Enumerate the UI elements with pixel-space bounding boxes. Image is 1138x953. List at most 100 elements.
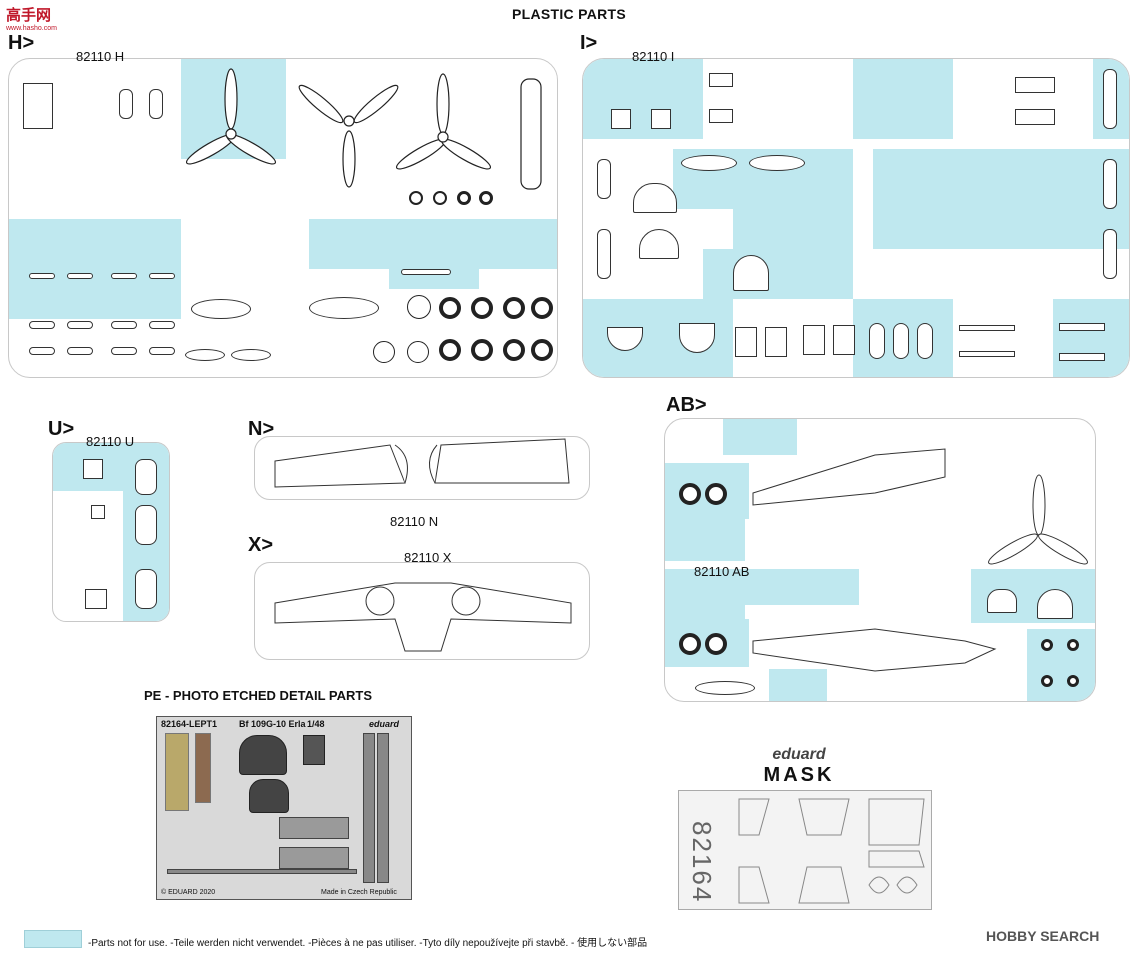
pe-scale: 1/48 <box>307 719 325 729</box>
unused-cell <box>769 669 827 701</box>
part <box>709 109 733 123</box>
wheel-part <box>679 483 701 505</box>
part <box>135 505 157 545</box>
sprue-n-label: N> <box>248 418 275 440</box>
tank-part <box>231 349 271 361</box>
unused-cell <box>853 59 953 139</box>
sprue-n-code: 82110 N <box>390 514 439 529</box>
sprue-u-label: U> <box>48 418 75 440</box>
wheel-small-part <box>1067 639 1079 651</box>
part <box>597 159 611 199</box>
pe-origin: Made in Czech Republic <box>321 889 397 896</box>
strut-part <box>111 321 137 329</box>
wheel-part <box>439 339 461 361</box>
pe-instrument-panel <box>239 735 287 775</box>
part <box>149 89 163 119</box>
strut-part <box>29 321 55 329</box>
part <box>869 323 885 359</box>
sprue-x-label: X> <box>248 534 274 556</box>
pe-sheet: 82164-LEPT1 Bf 109G-10 Erla 1/48 eduard … <box>156 716 412 900</box>
part <box>1103 69 1117 129</box>
hobby-search-logo: HOBBY SEARCH <box>986 928 1100 944</box>
strut-part <box>67 321 93 329</box>
wheel-small-part <box>1067 675 1079 687</box>
unused-cell <box>733 189 853 249</box>
canopy-part <box>749 155 805 171</box>
wheel-small-part <box>1041 675 1053 687</box>
unused-cell <box>873 149 1129 249</box>
mask-code: 82164 <box>687 821 717 904</box>
part <box>135 569 157 609</box>
wheel-part <box>531 339 553 361</box>
part <box>709 73 733 87</box>
radiator-part <box>987 589 1017 613</box>
tank-part <box>185 349 225 361</box>
part <box>119 89 133 119</box>
unused-cell <box>723 419 797 455</box>
mask-shapes <box>738 798 925 904</box>
site-logo-url: www.hasho.com <box>6 25 57 32</box>
part <box>1103 159 1117 209</box>
site-logo-text: 高手网 <box>6 7 52 24</box>
disc-part <box>407 341 429 363</box>
sprue-u-code: 82110 U <box>86 434 135 449</box>
part <box>651 109 671 129</box>
mask-sheet: 82164 <box>678 790 932 910</box>
part <box>893 323 909 359</box>
wheel-part <box>705 483 727 505</box>
sprue-n <box>254 436 590 500</box>
unused-cell <box>1053 299 1129 377</box>
strut-part <box>29 273 55 279</box>
radiator-part <box>639 229 679 259</box>
unused-cell <box>665 569 745 623</box>
part <box>959 325 1015 331</box>
site-logo: 高手网 www.hasho.com <box>6 4 57 32</box>
wheel-small-part <box>1041 639 1053 651</box>
sprue-x <box>254 562 590 660</box>
propeller-blades <box>185 68 542 190</box>
pe-strip-part <box>377 733 389 883</box>
unused-cell <box>9 219 181 319</box>
sprue-u <box>52 442 170 622</box>
canopy-part <box>681 155 737 171</box>
pe-grille-part <box>279 847 349 869</box>
part <box>611 109 631 129</box>
sprue-x-code: 82110 X <box>404 550 452 565</box>
wheel-part <box>679 633 701 655</box>
strut-part <box>67 347 93 355</box>
part <box>85 589 107 609</box>
wing-drawing <box>274 582 572 652</box>
pe-part <box>303 735 325 765</box>
part <box>1015 109 1055 125</box>
wheel-part <box>471 297 493 319</box>
wheel-part <box>471 339 493 361</box>
strut-part <box>111 347 137 355</box>
unused-parts-swatch <box>24 930 82 948</box>
pe-sheet-name: Bf 109G-10 Erla <box>239 719 306 729</box>
strut-part <box>29 347 55 355</box>
sprue-h <box>8 58 558 378</box>
unused-cell <box>703 249 853 299</box>
canopy-part <box>191 299 251 319</box>
part <box>765 327 787 357</box>
unused-cell <box>743 569 859 605</box>
mask-brand: eduard <box>772 746 826 763</box>
part <box>597 229 611 279</box>
sprue-h-label: H> <box>8 32 35 54</box>
mask-logo: eduard MASK <box>742 746 856 787</box>
disc-part <box>407 295 431 319</box>
part <box>401 269 451 275</box>
pe-title: PE - PHOTO ETCHED DETAIL PARTS <box>144 688 373 703</box>
wheel-part <box>439 297 461 319</box>
seat-part <box>23 83 53 129</box>
part <box>135 459 157 495</box>
wheel-small-part <box>479 191 493 205</box>
pe-brand: eduard <box>369 719 400 729</box>
strut-part <box>149 347 175 355</box>
pe-instrument-panel <box>249 779 289 813</box>
disc-part <box>373 341 395 363</box>
part <box>83 459 103 479</box>
sprue-i <box>582 58 1130 378</box>
canopy-part <box>309 297 379 319</box>
pe-sheet-code: 82164-LEPT1 <box>161 719 218 729</box>
